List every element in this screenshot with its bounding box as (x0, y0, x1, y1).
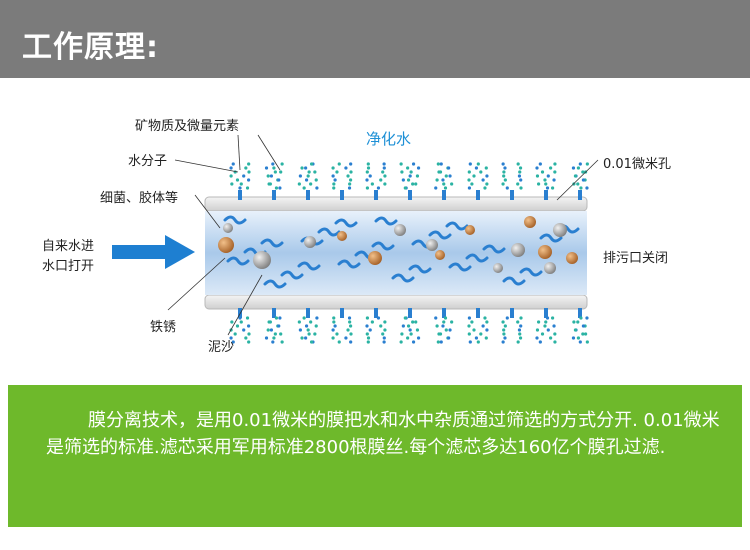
description-text: 膜分离技术，是用0.01微米的膜把水和水中杂质通过筛选的方式分开. 0.01微米… (46, 410, 720, 458)
inlet-arrow-icon (112, 235, 195, 269)
tube-top-wall (204, 196, 588, 212)
rust-label: 铁锈 (150, 320, 177, 335)
description-panel: 膜分离技术，是用0.01微米的膜把水和水中杂质通过筛选的方式分开. 0.01微米… (8, 385, 742, 527)
membrane-diagram-graphic (112, 134, 599, 344)
purified-water-label: 净化水 (366, 130, 412, 148)
bacteria-colloid-label: 细菌、胶体等 (100, 191, 179, 206)
drain-closed-label: 排污口关闭 (603, 251, 669, 266)
impurity-particles (218, 216, 578, 274)
membrane-diagram: 矿物质及微量元素 水分子 细菌、胶体等 净化水 自来水进 水口打开 铁锈 泥沙 … (0, 90, 750, 380)
sediment-label: 泥沙 (208, 340, 235, 355)
header-bar: 工作原理: (0, 0, 750, 78)
inlet-label-line2: 水口打开 (42, 259, 95, 274)
pore-label: 0.01微米孔 (603, 157, 671, 172)
tube-bottom-wall (204, 294, 588, 310)
inlet-label-line1: 自来水进 (42, 239, 95, 254)
label-leader-lines (167, 134, 599, 336)
page-title: 工作原理: (22, 30, 159, 65)
water-molecule-label: 水分子 (128, 154, 168, 169)
membrane-pores (229, 162, 589, 344)
minerals-label: 矿物质及微量元素 (135, 119, 240, 134)
